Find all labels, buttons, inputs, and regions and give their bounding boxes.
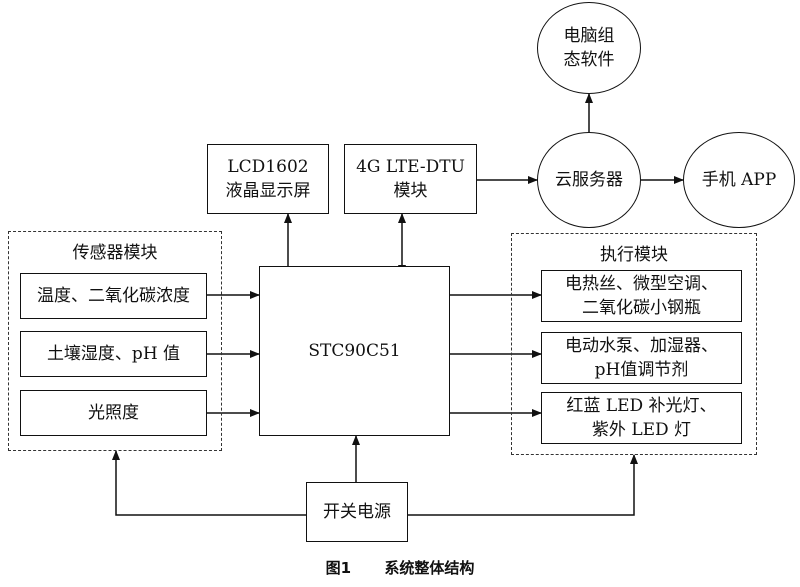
dtu-label-line2: 模块 — [393, 181, 428, 201]
actuator-water: 电动水泵、加湿器、 pH值调节剂 — [541, 332, 742, 384]
actuator-heating-line1: 电热丝、微型空调、 — [565, 274, 718, 294]
dtu-label-line1: 4G LTE-DTU — [356, 157, 465, 177]
sensor-light: 光照度 — [20, 390, 207, 436]
sensor-temp-co2: 温度、二氧化碳浓度 — [20, 273, 207, 319]
pc-label-line1: 电脑组 — [563, 26, 615, 46]
sensor-group: 传感器模块 — [8, 231, 222, 451]
figure-caption: 图1 系统整体结构 — [0, 557, 800, 578]
cloud-server-node: 云服务器 — [537, 132, 641, 228]
sensor-temp-co2-label: 温度、二氧化碳浓度 — [37, 286, 190, 306]
pc-label-line2: 态软件 — [563, 50, 615, 70]
mcu-label: STC90C51 — [308, 341, 401, 361]
dtu-module: 4G LTE-DTU 模块 — [344, 144, 477, 214]
actuator-heating-line2: 二氧化碳小钢瓶 — [582, 298, 701, 318]
actuator-group-title: 执行模块 — [600, 245, 668, 265]
sensor-group-title: 传感器模块 — [72, 243, 158, 263]
mcu-module: STC90C51 — [259, 266, 450, 436]
actuator-light: 红蓝 LED 补光灯、 紫外 LED 灯 — [541, 392, 742, 444]
phone-app-label: 手机 APP — [701, 170, 777, 190]
cloud-server-label: 云服务器 — [555, 170, 623, 190]
arrow-power-to-sensors — [112, 450, 306, 516]
actuator-light-line2: 紫外 LED 灯 — [591, 420, 692, 440]
actuator-water-line1: 电动水泵、加湿器、 — [565, 336, 718, 356]
actuator-group: 执行模块 — [511, 233, 757, 455]
power-supply-label: 开关电源 — [323, 502, 391, 522]
figure-number: 图1 — [325, 559, 352, 577]
actuator-heating: 电热丝、微型空调、 二氧化碳小钢瓶 — [541, 270, 742, 322]
pc-software-node: 电脑组 态软件 — [537, 2, 641, 94]
lcd-module: LCD1602 液晶显示屏 — [207, 144, 329, 214]
sensor-soil-ph-label: 土壤湿度、pH 值 — [46, 344, 181, 364]
figure-title: 系统整体结构 — [384, 559, 475, 577]
phone-app-node: 手机 APP — [683, 132, 795, 228]
arrow-power-to-actuators — [408, 454, 638, 516]
sensor-light-label: 光照度 — [88, 403, 139, 423]
lcd-label-line1: LCD1602 — [227, 157, 309, 177]
actuator-light-line1: 红蓝 LED 补光灯、 — [566, 396, 717, 416]
power-supply: 开关电源 — [306, 482, 408, 542]
actuator-water-line2: pH值调节剂 — [594, 360, 689, 380]
sensor-soil-ph: 土壤湿度、pH 值 — [20, 331, 207, 377]
lcd-label-line2: 液晶显示屏 — [225, 181, 311, 201]
